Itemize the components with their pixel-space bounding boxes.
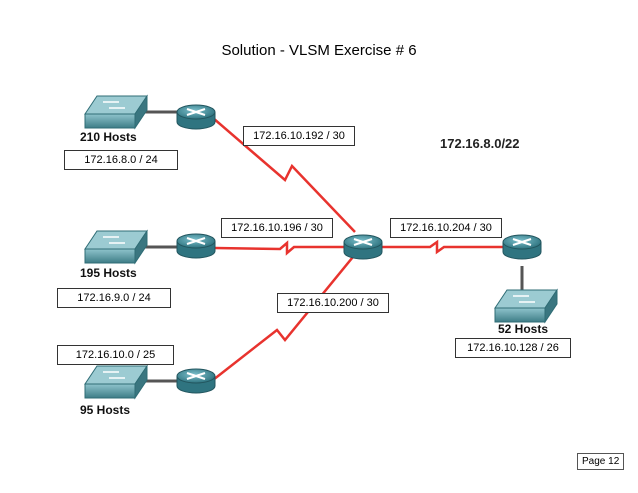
link-box-204: 172.16.10.204 / 30 <box>390 218 502 238</box>
switch-icon <box>84 94 148 130</box>
subnet-box-95: 172.16.10.0 / 25 <box>57 345 174 365</box>
network-address: 172.16.8.0/22 <box>440 136 520 151</box>
hosts-label-95: 95 Hosts <box>80 403 131 417</box>
router-icon <box>176 233 216 259</box>
router-icon <box>176 104 216 130</box>
subnet-box-195: 172.16.9.0 / 24 <box>57 288 171 308</box>
page-title: Solution - VLSM Exercise # 6 <box>221 42 417 59</box>
router-icon <box>502 234 542 260</box>
switch-icon <box>84 364 148 400</box>
page-number: Page 12 <box>577 453 625 470</box>
link-box-196: 172.16.10.196 / 30 <box>221 218 333 238</box>
switch-icon <box>494 288 558 324</box>
router-icon <box>343 234 383 260</box>
hosts-label-52: 52 Hosts <box>498 322 549 336</box>
serial-link-204 <box>372 239 504 255</box>
link-box-200: 172.16.10.200 / 30 <box>277 293 389 313</box>
serial-link-192 <box>212 117 356 233</box>
router-icon <box>176 368 216 394</box>
hosts-label-210: 210 Hosts <box>80 130 137 144</box>
subnet-box-52: 172.16.10.128 / 26 <box>455 338 571 358</box>
subnet-box-210: 172.16.8.0 / 24 <box>64 150 178 170</box>
serial-link-200 <box>212 251 358 381</box>
hosts-label-195: 195 Hosts <box>80 266 137 280</box>
link-box-192: 172.16.10.192 / 30 <box>243 126 355 146</box>
switch-icon <box>84 229 148 265</box>
serial-link-196 <box>214 240 355 256</box>
